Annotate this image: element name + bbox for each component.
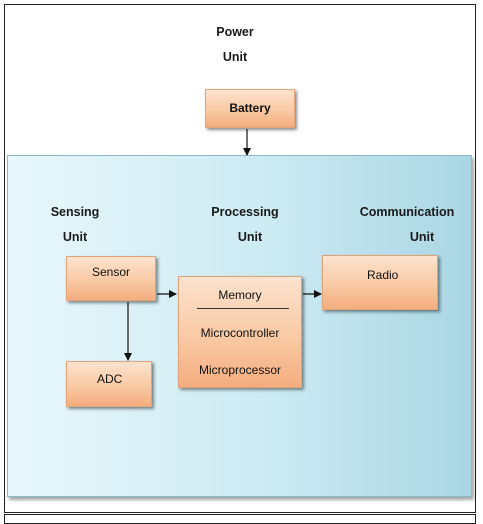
processing-unit-title-line2: Unit — [237, 230, 263, 244]
diagram-frame — [4, 4, 476, 512]
memory-label: Memory — [218, 288, 262, 302]
communication-unit-title-line2: Unit — [409, 230, 435, 244]
communication-unit-title-line1: Communication — [359, 205, 455, 219]
processing-unit-title: Processing Unit — [200, 200, 290, 250]
sensing-unit-title-line1: Sensing — [50, 205, 100, 219]
power-unit-title-line1: Power — [216, 25, 254, 39]
adc-box: ADC — [66, 361, 152, 407]
sensing-unit-title-line2: Unit — [62, 230, 88, 244]
processing-box: Memory Microcontroller Microprocessor — [178, 276, 302, 388]
adc-label: ADC — [97, 372, 123, 386]
memory-divider — [197, 308, 289, 309]
sensor-box: Sensor — [66, 256, 156, 301]
battery-box: Battery — [205, 89, 295, 128]
microprocessor-label: Microprocessor — [198, 363, 282, 377]
battery-label: Battery — [229, 101, 271, 115]
sensor-label: Sensor — [91, 265, 131, 279]
bottom-divider — [4, 512, 476, 513]
communication-unit-title: Communication Unit — [352, 200, 462, 250]
processing-unit-title-line1: Processing — [211, 205, 279, 219]
sensing-unit-title: Sensing Unit — [40, 200, 110, 250]
microcontroller-label: Microcontroller — [200, 326, 280, 340]
power-unit-title-line2: Unit — [222, 50, 248, 64]
radio-box: Radio — [322, 255, 438, 310]
power-unit-title: Power Unit — [205, 20, 265, 70]
radio-label: Radio — [367, 268, 399, 282]
